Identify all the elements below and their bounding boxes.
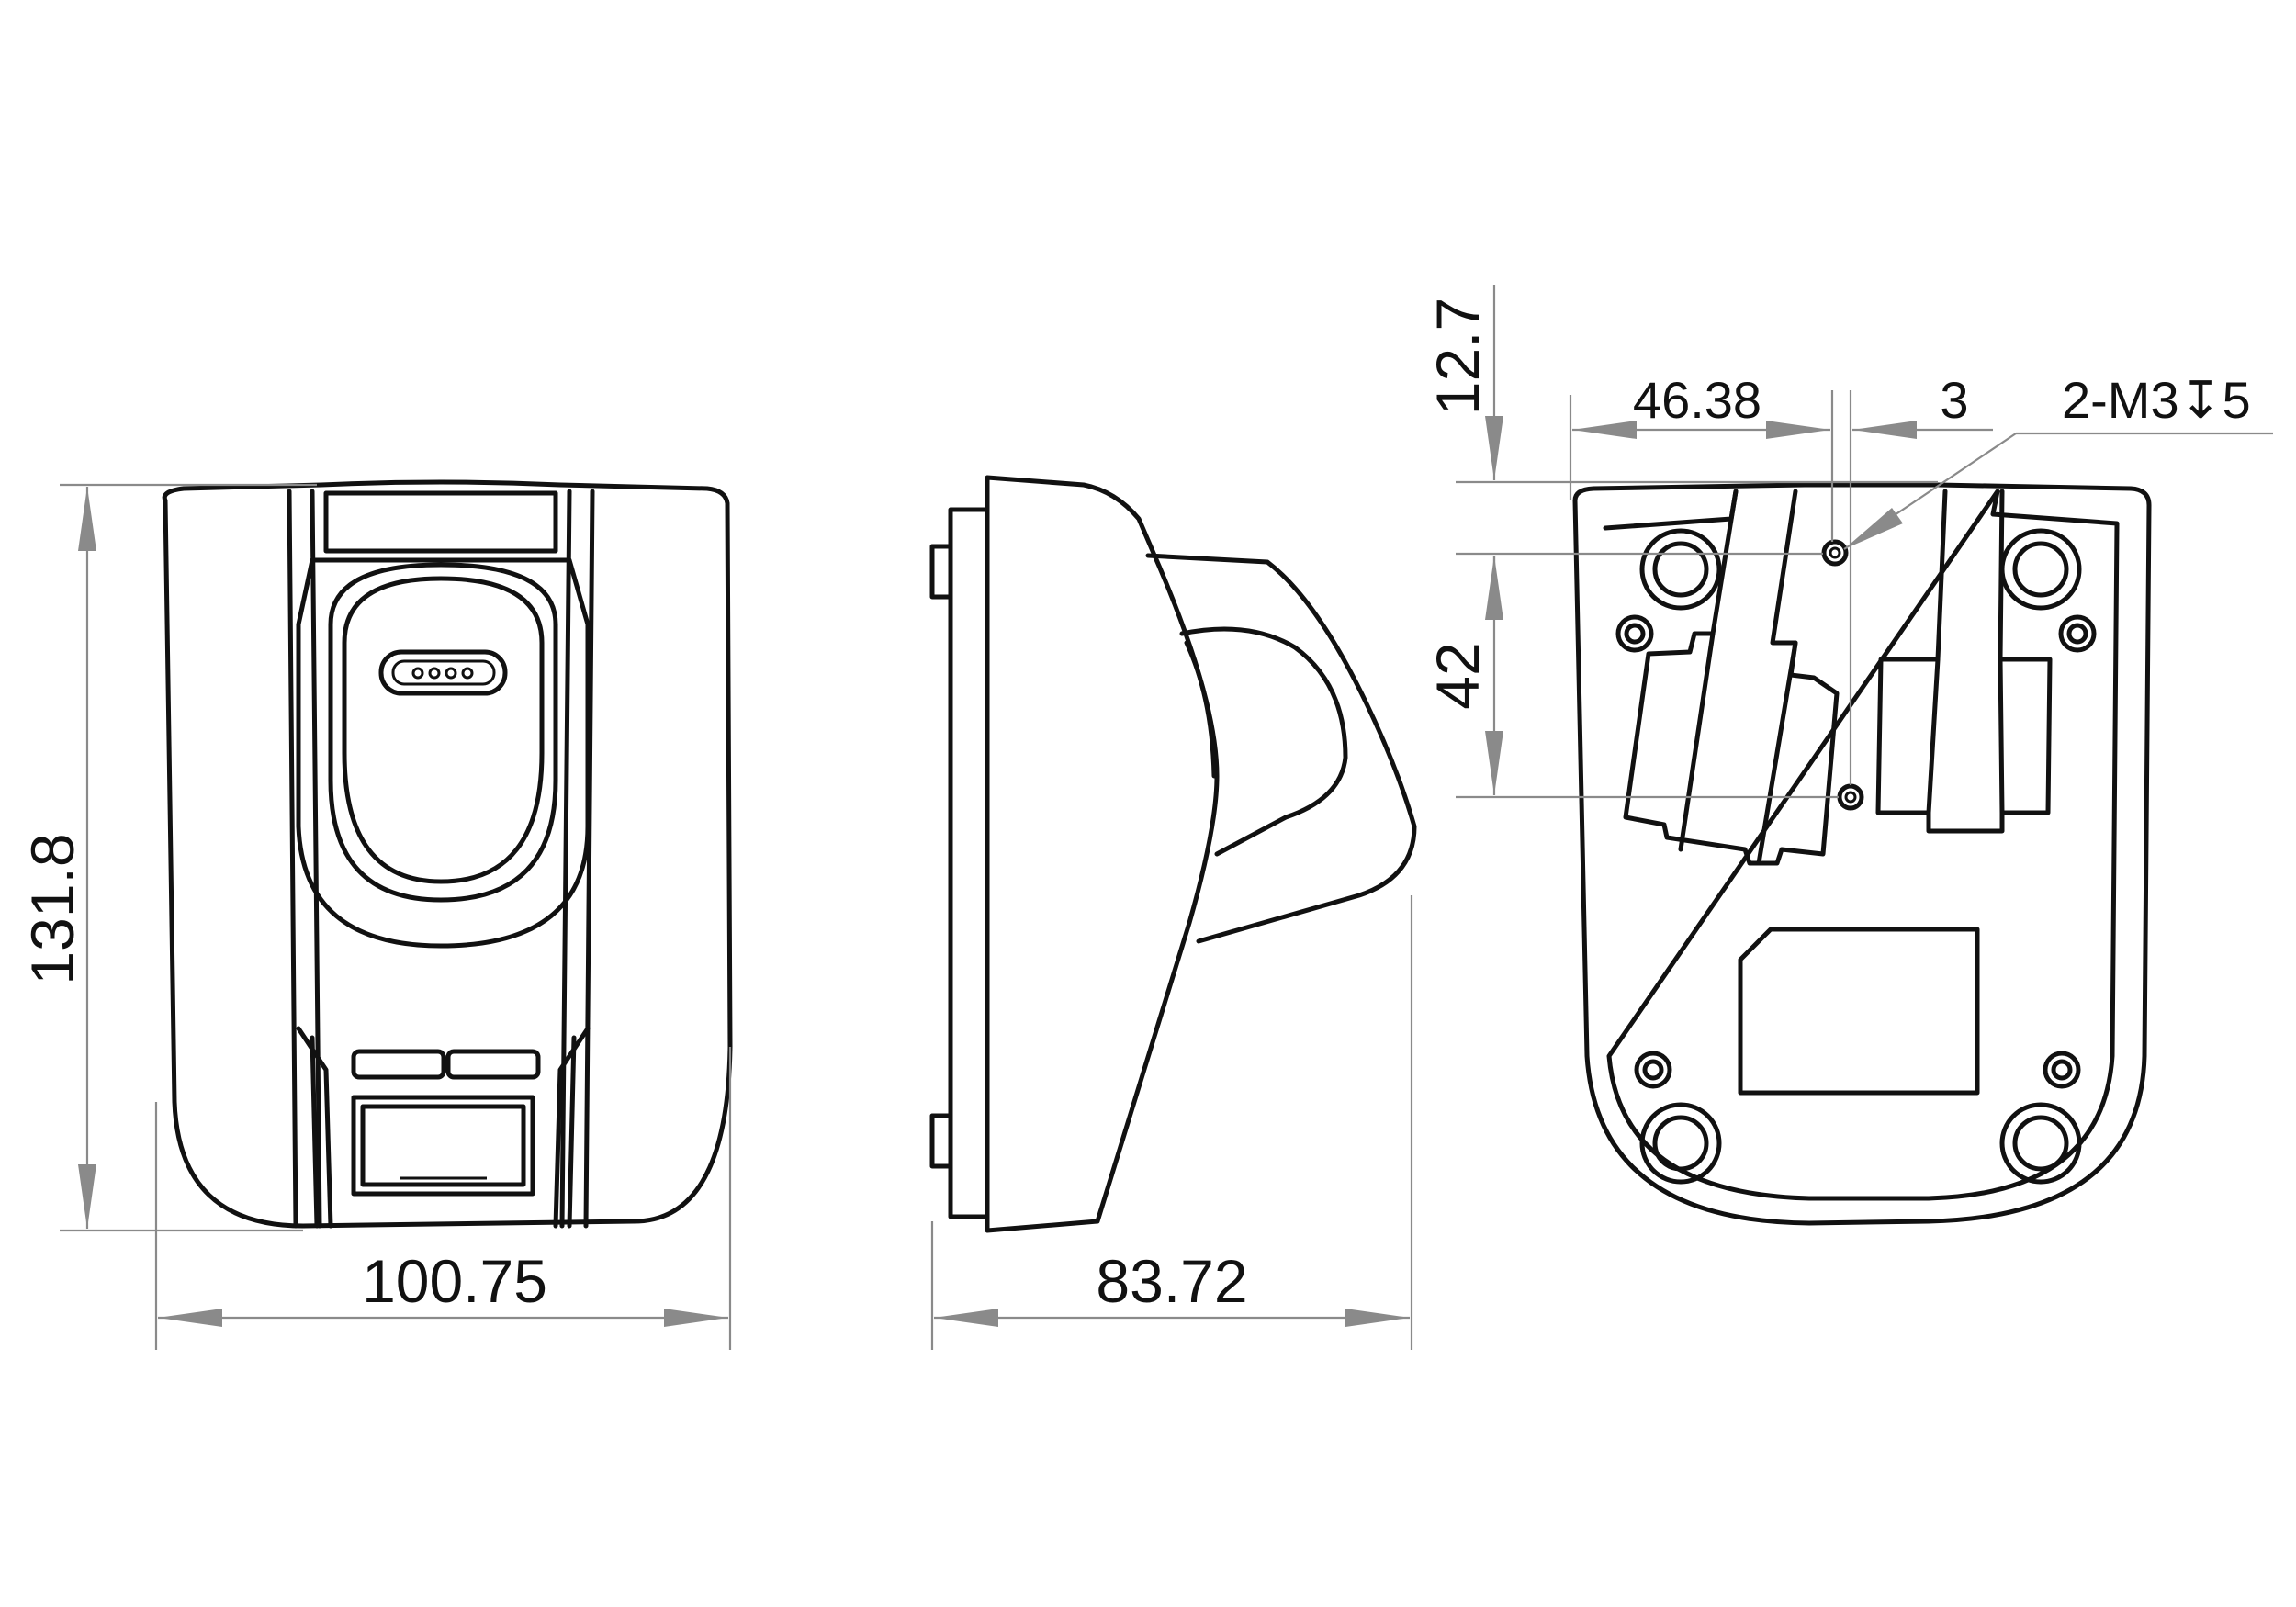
bottom-foot-top-left-inner: [1652, 541, 1709, 598]
bottom-foot-top-right-inner: [2012, 541, 2069, 598]
front-left-rail: [287, 489, 322, 1229]
m3-callout-label: 2-M3↧5: [2062, 371, 2251, 429]
bottom-view: [1572, 482, 2152, 1226]
side-back-clip-bottom: [929, 1113, 953, 1169]
bottom-outer-outline: [1572, 482, 2152, 1226]
front-shoulder-panel: [296, 557, 591, 949]
front-lower-window-inner: [360, 1104, 526, 1187]
depth-dimension-label: 83.72: [1096, 1247, 1247, 1315]
bottom-foot-bottom-right-inner: [2012, 1115, 2069, 1172]
bottom-left-bracket: [1623, 489, 1840, 866]
front-connector-inner: [391, 659, 496, 686]
front-top-tab: [323, 490, 558, 554]
bottom-m3-hole-bottom: [1837, 783, 1864, 811]
front-button-left: [351, 1049, 446, 1080]
small-offset-dimension-label: 3: [1940, 371, 1968, 429]
bottom-foot-bottom-right-outer: [1999, 1102, 2082, 1185]
side-view: [929, 475, 1417, 1233]
hole-offset-dimension-label: 46.38: [1633, 371, 1761, 429]
front-lower-window: [351, 1095, 535, 1197]
front-outer-oval: [328, 562, 558, 903]
bottom-dimensions: 12.7 42 46.38 3 2-M3↧5: [1424, 285, 2273, 799]
front-right-rail: [559, 489, 595, 1229]
side-main-body: [985, 475, 1220, 1233]
front-lower-left-strip: [296, 1026, 333, 1229]
width-dimension-label: 100.75: [362, 1247, 547, 1315]
bottom-right-bracket: [1875, 489, 2053, 834]
connector-pin-4: [461, 667, 474, 680]
connector-pin-3: [445, 667, 457, 680]
side-cradle: [1145, 553, 1417, 944]
front-dimensions: 131.8 100.75: [18, 483, 732, 1350]
bottom-foot-bottom-left-outer: [1639, 1102, 1722, 1185]
connector-pin-1: [411, 667, 424, 680]
front-button-right: [445, 1049, 541, 1080]
bottom-label-area: [1738, 927, 1980, 1096]
side-cradle-lip: [1184, 640, 1217, 779]
bottom-left-bracket-inner: [1678, 631, 1798, 866]
front-inner-oval: [342, 576, 545, 884]
side-back-clip-top: [929, 544, 953, 600]
side-dimensions: 83.72: [930, 895, 1413, 1350]
bottom-foot-bottom-left-inner: [1652, 1115, 1709, 1172]
front-view: [162, 479, 733, 1229]
bottom-m3-hole-top: [1821, 539, 1849, 567]
front-connector: [378, 649, 508, 696]
front-lower-right-strip: [553, 1026, 591, 1229]
connector-pin-2: [428, 667, 441, 680]
front-outer-body: [162, 479, 733, 1229]
top-offset-dimension-label: 12.7: [1424, 298, 1491, 415]
bottom-foot-top-left-outer: [1639, 528, 1722, 611]
hole-spacing-dimension-label: 42: [1424, 642, 1491, 709]
height-dimension-label: 131.8: [18, 833, 86, 984]
side-back-plate: [948, 507, 990, 1219]
side-cradle-inner: [1179, 626, 1348, 857]
bottom-right-bracket-inner: [1926, 657, 2005, 815]
